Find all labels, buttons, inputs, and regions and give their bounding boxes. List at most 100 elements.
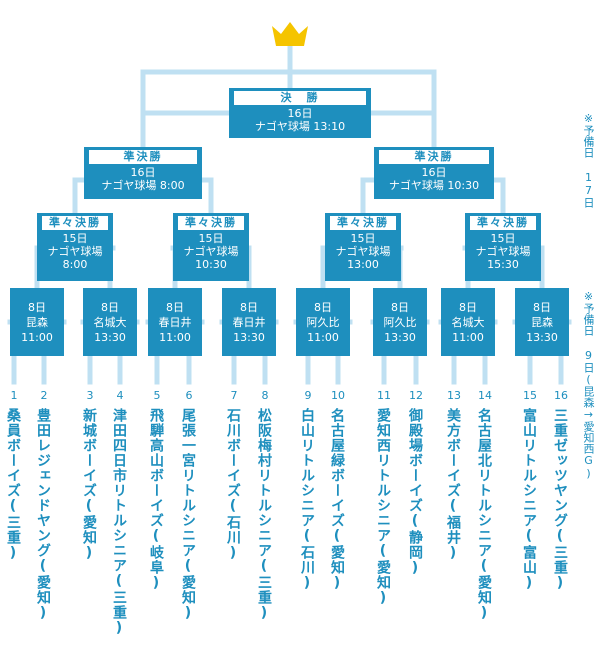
quarterfinal-venue: ナゴヤ球場 bbox=[47, 245, 103, 258]
quarterfinal-label: 準々決勝 bbox=[42, 216, 108, 230]
quarterfinal-node: 準々決勝 15日 ナゴヤ球場 13:00 bbox=[325, 213, 401, 281]
semifinal-node: 準決勝 16日 ナゴヤ球場 8:00 bbox=[84, 147, 202, 199]
team-name: 名古屋北リトルシニア(愛知) bbox=[476, 408, 492, 622]
team-name: 松阪梅村リトルシニア(三重) bbox=[256, 408, 272, 622]
first-round-node: 8日 昆森 13:30 bbox=[515, 288, 569, 356]
first-round-node: 8日 春日井 11:00 bbox=[148, 288, 202, 356]
quarterfinal-node: 準々決勝 15日 ナゴヤ球場 15:30 bbox=[465, 213, 541, 281]
team-number: 4 bbox=[116, 389, 124, 402]
team-number: 2 bbox=[40, 389, 48, 402]
team-name: 三重ゼッツヤング(三重) bbox=[552, 408, 568, 592]
team-number: 15 bbox=[523, 389, 537, 402]
team-name: 名古屋緑ボーイズ(愛知) bbox=[329, 408, 345, 592]
team-number: 13 bbox=[447, 389, 461, 402]
match-date: 8日 bbox=[101, 301, 119, 314]
team-number: 14 bbox=[478, 389, 492, 402]
match-time: 11:00 bbox=[21, 331, 53, 344]
match-date: 8日 bbox=[240, 301, 258, 314]
team-name: 新城ボーイズ(愛知) bbox=[81, 408, 97, 562]
team-number: 5 bbox=[153, 389, 161, 402]
final-label: 決 勝 bbox=[234, 91, 366, 105]
match-venue: 昆森 bbox=[531, 316, 553, 329]
quarterfinal-time: 8:00 bbox=[62, 258, 88, 271]
quarterfinal-date: 15日 bbox=[198, 232, 224, 245]
team-name: 白山リトルシニア(石川) bbox=[299, 408, 315, 592]
match-venue: 名城大 bbox=[93, 316, 127, 329]
match-time: 11:00 bbox=[452, 331, 484, 344]
first-round-node: 8日 阿久比 13:30 bbox=[373, 288, 427, 356]
quarterfinal-time: 15:30 bbox=[487, 258, 519, 271]
match-date: 8日 bbox=[459, 301, 477, 314]
quarterfinal-node: 準々決勝 15日 ナゴヤ球場 8:00 bbox=[37, 213, 113, 281]
match-venue: 春日井 bbox=[232, 316, 266, 329]
match-venue: 春日井 bbox=[158, 316, 192, 329]
semifinal-label: 準決勝 bbox=[379, 150, 489, 164]
match-time: 13:30 bbox=[384, 331, 416, 344]
match-time: 11:00 bbox=[307, 331, 339, 344]
semifinal-venue-time: ナゴヤ球場 10:30 bbox=[388, 179, 480, 192]
team-number: 9 bbox=[304, 389, 312, 402]
semifinal-venue-time: ナゴヤ球場 8:00 bbox=[101, 179, 185, 192]
quarterfinal-time: 13:00 bbox=[347, 258, 379, 271]
team-number: 3 bbox=[86, 389, 94, 402]
team-name: 津田四日市リトルシニア(三重) bbox=[111, 408, 127, 637]
quarterfinal-date: 15日 bbox=[62, 232, 88, 245]
first-round-node: 8日 名城大 13:30 bbox=[83, 288, 137, 356]
team-name: 石川ボーイズ(石川) bbox=[225, 408, 241, 562]
quarterfinal-venue: ナゴヤ球場 bbox=[475, 245, 531, 258]
team-number: 8 bbox=[261, 389, 269, 402]
semifinal-label: 準決勝 bbox=[89, 150, 197, 164]
match-date: 8日 bbox=[533, 301, 551, 314]
first-round-node: 8日 阿久比 11:00 bbox=[296, 288, 350, 356]
quarterfinal-date: 15日 bbox=[350, 232, 376, 245]
crown-icon bbox=[272, 22, 308, 46]
team-number: 6 bbox=[185, 389, 193, 402]
team-number: 10 bbox=[331, 389, 345, 402]
first-round-node: 8日 名城大 11:00 bbox=[441, 288, 495, 356]
match-date: 8日 bbox=[28, 301, 46, 314]
final-reserve-day-note: ※予備日 17日 bbox=[582, 112, 595, 208]
quarterfinal-node: 準々決勝 15日 ナゴヤ球場 10:30 bbox=[173, 213, 249, 281]
quarterfinal-time: 10:30 bbox=[195, 258, 227, 271]
quarterfinal-label: 準々決勝 bbox=[330, 216, 396, 230]
final-node: 決 勝 16日 ナゴヤ球場 13:10 bbox=[229, 88, 371, 138]
team-name: 御殿場ボーイズ(静岡) bbox=[407, 408, 423, 577]
match-date: 8日 bbox=[391, 301, 409, 314]
first-round-node: 8日 昆森 11:00 bbox=[10, 288, 64, 356]
match-time: 13:30 bbox=[233, 331, 265, 344]
final-venue-time: ナゴヤ球場 13:10 bbox=[254, 120, 346, 133]
team-number: 7 bbox=[230, 389, 238, 402]
match-venue: 名城大 bbox=[451, 316, 485, 329]
team-number: 12 bbox=[409, 389, 423, 402]
match-venue: 阿久比 bbox=[383, 316, 417, 329]
team-name: 愛知西リトルシニア(愛知) bbox=[375, 408, 391, 607]
match-venue: 昆森 bbox=[26, 316, 48, 329]
match-venue: 阿久比 bbox=[306, 316, 340, 329]
team-name: 豊田レジェンドヤング(愛知) bbox=[35, 408, 51, 622]
team-name: 尾張一宮リトルシニア(愛知) bbox=[180, 408, 196, 622]
team-name: 桑員ボーイズ(三重) bbox=[5, 408, 21, 562]
final-date: 16日 bbox=[287, 107, 313, 120]
team-name: 飛騨高山ボーイズ(岐阜) bbox=[148, 408, 164, 592]
semifinal-node: 準決勝 16日 ナゴヤ球場 10:30 bbox=[374, 147, 494, 199]
quarterfinal-label: 準々決勝 bbox=[178, 216, 244, 230]
early-reserve-day-note: ※予備日 9日(昆森→愛知西G) bbox=[582, 290, 595, 480]
semifinal-date: 16日 bbox=[421, 166, 447, 179]
team-number: 16 bbox=[554, 389, 568, 402]
match-date: 8日 bbox=[166, 301, 184, 314]
match-date: 8日 bbox=[314, 301, 332, 314]
team-name: 美方ボーイズ(福井) bbox=[445, 408, 461, 562]
semifinal-date: 16日 bbox=[130, 166, 156, 179]
quarterfinal-venue: ナゴヤ球場 bbox=[183, 245, 239, 258]
match-time: 11:00 bbox=[159, 331, 191, 344]
team-number: 1 bbox=[10, 389, 18, 402]
team-number: 11 bbox=[377, 389, 391, 402]
match-time: 13:30 bbox=[94, 331, 126, 344]
quarterfinal-venue: ナゴヤ球場 bbox=[335, 245, 391, 258]
team-name: 富山リトルシニア(富山) bbox=[521, 408, 537, 592]
quarterfinal-date: 15日 bbox=[490, 232, 516, 245]
first-round-node: 8日 春日井 13:30 bbox=[222, 288, 276, 356]
quarterfinal-label: 準々決勝 bbox=[470, 216, 536, 230]
match-time: 13:30 bbox=[526, 331, 558, 344]
